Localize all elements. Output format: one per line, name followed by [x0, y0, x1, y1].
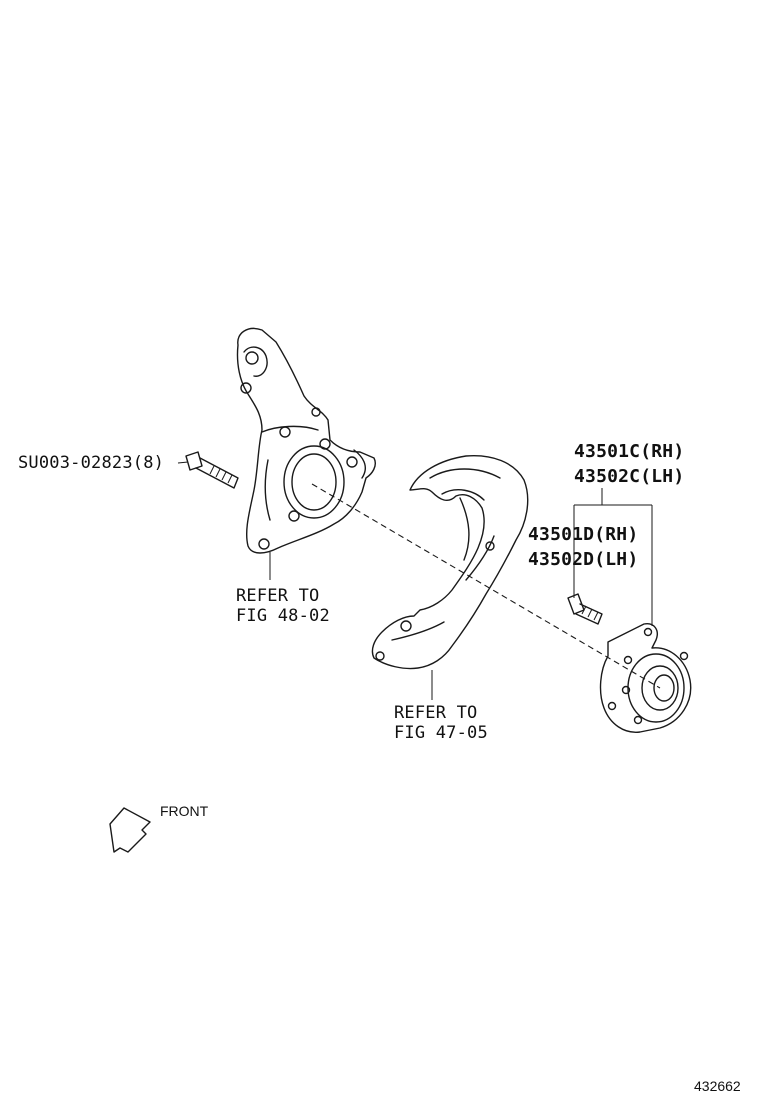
- assembly-axis-line: [311, 483, 661, 689]
- front-direction-arrow-icon: [109, 807, 151, 853]
- hub-bolt: [567, 593, 603, 625]
- hub-part-bracket: [573, 488, 653, 626]
- steering-knuckle: [236, 327, 376, 554]
- shield-reference-line1: REFER TO: [394, 703, 478, 723]
- hub-bolt-part-number-rh: 43501D(RH): [528, 524, 639, 545]
- knuckle-reference-line1: REFER TO: [236, 586, 320, 606]
- hub-part-number-rh: 43501C(RH): [574, 441, 685, 462]
- bolt-part-number: SU003-02823(8): [18, 453, 165, 473]
- knuckle-bolt: [185, 451, 239, 489]
- hub-part-number-lh: 43502C(LH): [574, 466, 685, 487]
- hub-assembly: [599, 623, 692, 733]
- knuckle-reference-line2: FIG 48-02: [236, 606, 330, 626]
- figure-number: 432662: [694, 1078, 741, 1094]
- front-label: FRONT: [160, 803, 209, 819]
- bolt-leader-line: [177, 461, 189, 464]
- hub-bolt-part-number-lh: 43502D(LH): [528, 549, 639, 570]
- dust-shield: [371, 455, 529, 670]
- shield-reference-line2: FIG 47-05: [394, 723, 488, 743]
